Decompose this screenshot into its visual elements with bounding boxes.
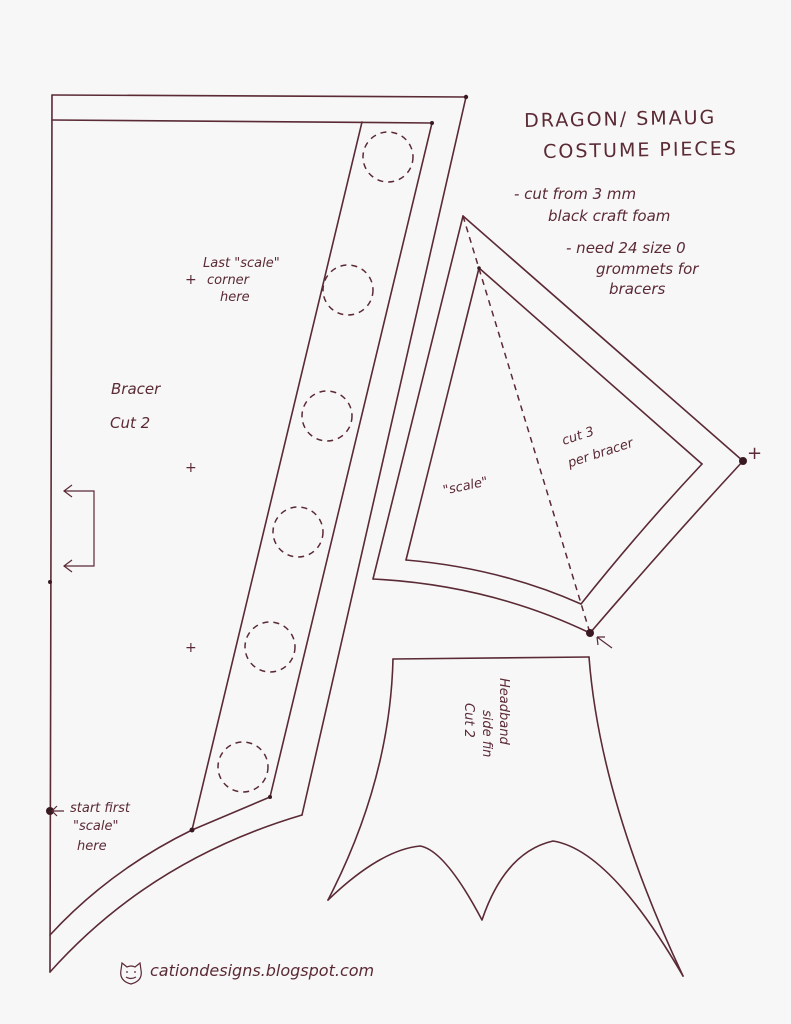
title-line-2: COSTUME PIECES bbox=[542, 137, 738, 163]
grommet-note-line-3: bracers bbox=[609, 280, 666, 298]
bracer-outline bbox=[46, 94, 469, 973]
bracer-name-label: Bracer bbox=[111, 380, 161, 398]
fin-name-label-line-2: side fin bbox=[479, 710, 494, 758]
scale-plus-mark: + bbox=[747, 443, 763, 464]
last-scale-plus-mark: + bbox=[185, 272, 197, 288]
cat-face-icon bbox=[120, 961, 142, 985]
bracer-cut-label: Cut 2 bbox=[110, 414, 151, 432]
material-note-line-2: black craft foam bbox=[548, 207, 671, 225]
last-scale-label-line-2: corner bbox=[207, 273, 250, 288]
bracer-plus-mark-1: + bbox=[185, 460, 197, 476]
grommet-circles bbox=[217, 131, 414, 793]
fin-name-label-line-1: Headband bbox=[496, 678, 511, 745]
title-line-1: DRAGON/ SMAUG bbox=[523, 106, 717, 132]
start-scale-label-line-2: "scale" bbox=[73, 819, 119, 834]
footer-url: cationdesigns.blogspot.com bbox=[150, 961, 375, 980]
last-scale-label-line-3: here bbox=[220, 290, 250, 305]
scale-piece-outline bbox=[372, 215, 747, 649]
grommet-note-line-2: grommets for bbox=[596, 260, 699, 278]
start-scale-label-line-1: start first bbox=[70, 801, 131, 816]
fin-cut-label: Cut 2 bbox=[461, 703, 476, 738]
fin-piece-outline bbox=[327, 656, 684, 977]
material-note-line-1: - cut from 3 mm bbox=[514, 185, 637, 203]
last-scale-label-line-1: Last "scale" bbox=[203, 256, 280, 271]
grommet-note-line-1: - need 24 size 0 bbox=[566, 239, 686, 257]
start-scale-label-line-3: here bbox=[77, 839, 107, 854]
bracer-plus-mark-2: + bbox=[185, 640, 197, 656]
